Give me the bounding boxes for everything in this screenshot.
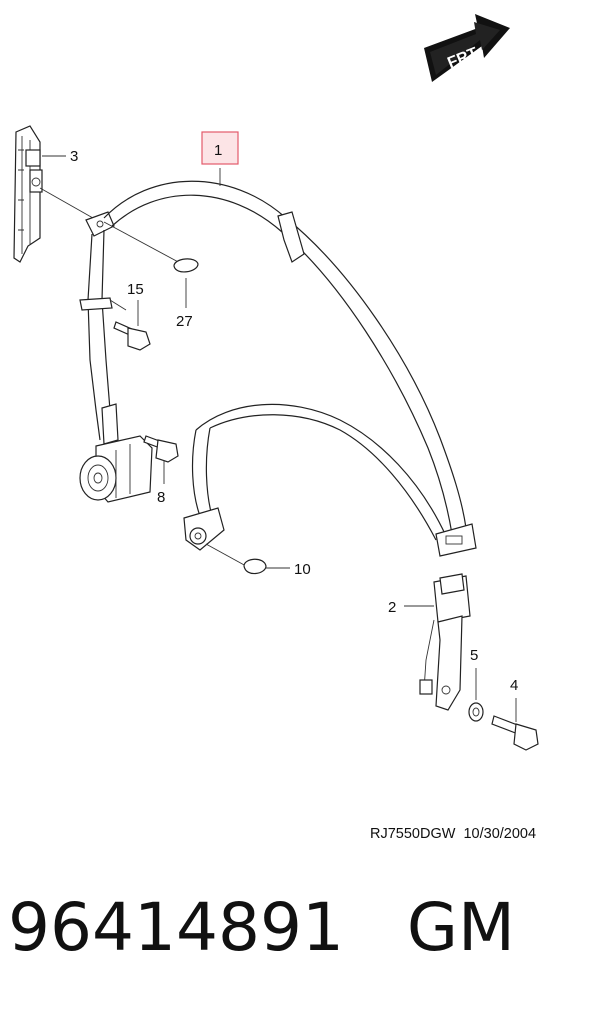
callout-27: 27 <box>176 313 193 330</box>
callout-2: 2 <box>388 599 396 616</box>
callout-15: 15 <box>127 281 144 298</box>
lower-anchor <box>183 507 290 575</box>
bolt-15 <box>113 300 151 351</box>
callout-1: 1 <box>201 131 239 165</box>
washer-5 <box>468 668 484 722</box>
drawing-reference: RJ7550DGW 10/30/2004 <box>370 826 537 842</box>
part-number: 96414891 GM <box>8 889 515 966</box>
callout-8: 8 <box>157 489 165 506</box>
d-ring-anchor <box>39 187 183 265</box>
buckle-assembly <box>404 573 471 711</box>
bolt-4 <box>491 698 539 751</box>
front-direction-arrow: FRT <box>424 14 510 82</box>
callout-3: 3 <box>70 148 78 165</box>
callout-5: 5 <box>470 647 478 664</box>
callout-10: 10 <box>294 561 311 578</box>
bolt-8 <box>143 435 179 484</box>
shoulder-belt <box>103 168 467 535</box>
callout-4: 4 <box>510 677 518 694</box>
lap-belt <box>191 403 447 541</box>
retractor-assembly <box>79 403 153 503</box>
cap-27 <box>173 258 199 308</box>
latch-plate <box>435 523 477 557</box>
height-adjuster-rail <box>13 125 43 263</box>
svg-text:1: 1 <box>214 142 222 159</box>
